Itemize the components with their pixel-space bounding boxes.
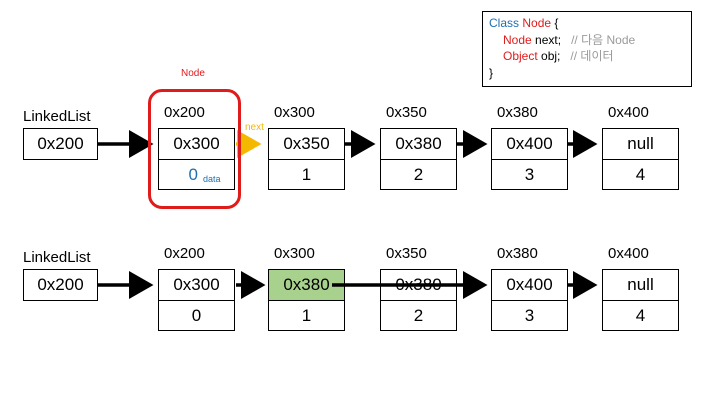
- list1-node-1-address: 0x300: [274, 104, 315, 121]
- code-line-1: Class Node {: [489, 15, 691, 32]
- field-obj: obj;: [541, 49, 561, 63]
- list2-node-0-address: 0x200: [164, 245, 205, 262]
- list1-title: LinkedList: [23, 108, 91, 125]
- field-next: next;: [535, 32, 562, 47]
- list1-node-0-data: 0 data: [158, 159, 235, 190]
- list1-node-4-value: 4: [602, 159, 679, 190]
- node-highlight-label: Node: [181, 68, 205, 79]
- list1-node-0-value: 0: [188, 164, 198, 184]
- list2-node-4-value: 4: [602, 300, 679, 331]
- list2-node-3-next: 0x400: [491, 269, 568, 301]
- list2-head-pointer: 0x200: [23, 269, 98, 301]
- list2-node-1-address: 0x300: [274, 245, 315, 262]
- list2-node-3-value: 3: [491, 300, 568, 331]
- field-type-node: Node: [503, 32, 532, 47]
- list1-node-3-value: 3: [491, 159, 568, 190]
- list2-node-4-address: 0x400: [608, 245, 649, 262]
- list2-node-4-next: null: [602, 269, 679, 301]
- list1-node-3-address: 0x380: [497, 104, 538, 121]
- list1-node-2-value: 2: [380, 159, 457, 190]
- list2-node-0-next: 0x300: [158, 269, 235, 301]
- class-name: Node: [522, 16, 552, 30]
- list2-node-2-value: 2: [380, 300, 457, 331]
- list1-node-4-next: null: [602, 128, 679, 160]
- list2-node-2-address: 0x350: [386, 245, 427, 262]
- comment-data: // 데이터: [570, 49, 614, 63]
- list2-title: LinkedList: [23, 249, 91, 266]
- close-brace: }: [489, 65, 494, 80]
- class-keyword: Class: [489, 16, 520, 30]
- list2-node-1-value: 1: [268, 300, 345, 331]
- comment-next: // 다음 Node: [571, 32, 636, 47]
- list1-node-1-next: 0x350: [268, 128, 345, 160]
- list2-node-3-address: 0x380: [497, 245, 538, 262]
- list1-node-4-address: 0x400: [608, 104, 649, 121]
- list1-head-pointer: 0x200: [23, 128, 98, 160]
- node-class-definition: Class Node { Node next; // 다음 Node Objec…: [482, 11, 692, 87]
- list1-node-1-value: 1: [268, 159, 345, 190]
- list1-node-0-address: 0x200: [164, 104, 205, 121]
- code-line-3: Object obj; // 데이터: [489, 48, 691, 65]
- field-type-object: Object: [503, 49, 538, 63]
- list1-node-2-address: 0x350: [386, 104, 427, 121]
- node-highlight-frame: [148, 89, 241, 209]
- list2-node-0-value: 0: [158, 300, 235, 331]
- open-brace: {: [554, 16, 559, 30]
- code-line-4: }: [489, 65, 691, 82]
- list1-node-2-next: 0x380: [380, 128, 457, 160]
- list1-node-3-next: 0x400: [491, 128, 568, 160]
- code-line-2: Node next; // 다음 Node: [489, 32, 691, 49]
- data-label: data: [202, 173, 221, 184]
- next-label: next: [245, 122, 264, 133]
